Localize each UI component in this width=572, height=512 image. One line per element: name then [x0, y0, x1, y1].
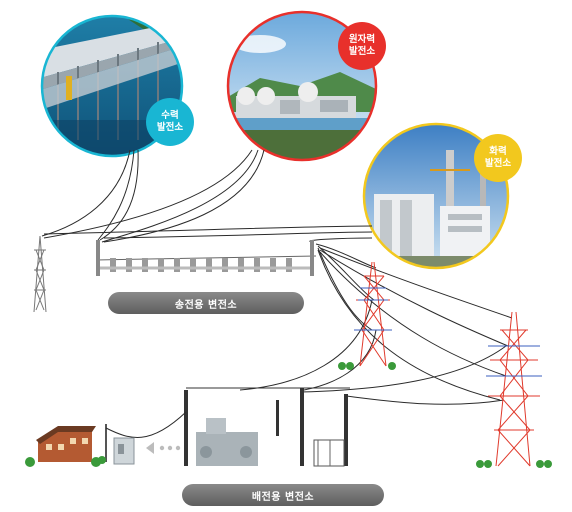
house-and-transformer — [36, 411, 187, 465]
nuclear-plant-label-line2: 발전소 — [348, 46, 376, 57]
lattice-tower-middle — [354, 261, 392, 367]
nuclear-plant-badge: 원자력 발전소 — [338, 22, 386, 70]
hydro-plant-badge: 수력 발전소 — [146, 98, 194, 146]
shrubs — [25, 362, 552, 468]
thermal-plant-label-line1: 화력 — [489, 146, 507, 157]
lattice-tower-right — [486, 311, 542, 467]
nuclear-plant-label-line1: 원자력 — [348, 34, 376, 45]
transmission-substation-text: 송전용 변전소 — [174, 299, 238, 311]
transmission-substation-label: 송전용 변전소 — [108, 292, 304, 314]
distribution-substation-label: 배전용 변전소 — [182, 484, 384, 506]
transmission-wires — [41, 149, 513, 405]
left-pylon — [33, 235, 47, 313]
hydro-plant-label-line2: 발전소 — [156, 122, 184, 133]
hydro-plant-label-line1: 수력 — [161, 110, 179, 121]
transmission-substation — [95, 240, 317, 276]
arrow-dots — [146, 442, 181, 454]
distribution-substation — [184, 387, 350, 467]
distribution-substation-text: 배전용 변전소 — [251, 491, 315, 503]
thermal-plant-badge: 화력 발전소 — [474, 134, 522, 182]
thermal-plant-label-line2: 발전소 — [484, 158, 512, 169]
